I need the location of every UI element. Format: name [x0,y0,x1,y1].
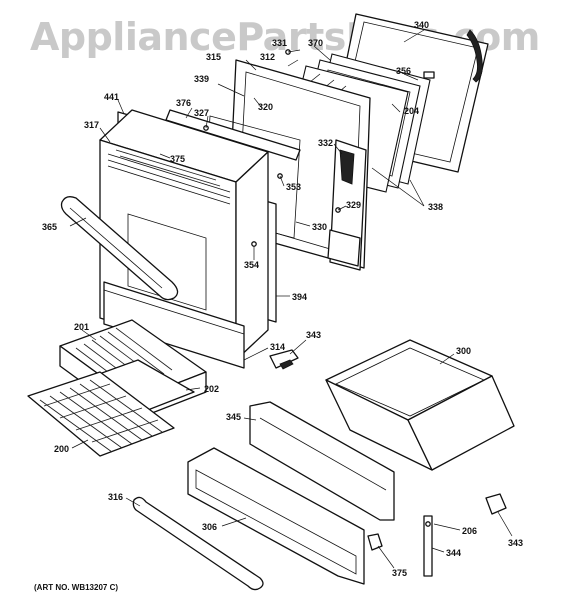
callout-206: 206 [462,526,477,536]
drawer-front [187,447,365,585]
callout-370: 370 [308,38,323,48]
callout-316: 316 [108,492,123,502]
callout-200: 200 [54,444,69,454]
callout-353: 353 [286,182,301,192]
callout-343-lower: 343 [508,538,523,548]
callout-320: 320 [258,102,273,112]
callout-labels: 340 331 370 312 315 356 339 320 204 327 … [42,20,523,578]
callout-376: 376 [176,98,191,108]
callout-306: 306 [202,522,217,532]
door-bottom-trim [103,281,245,369]
callout-354: 354 [244,260,259,270]
callout-329: 329 [346,200,361,210]
callout-314: 314 [270,342,285,352]
callout-202: 202 [204,384,219,394]
art-number: (ART NO. WB13207 C) [34,583,118,592]
callout-327: 327 [194,108,209,118]
callout-204: 204 [404,106,419,116]
callout-356: 356 [396,66,411,76]
callout-315: 315 [206,52,221,62]
drawer-handle [132,496,264,591]
callout-338: 338 [428,202,443,212]
callout-375-lower: 375 [392,568,407,578]
callout-365: 365 [42,222,57,232]
callout-339: 339 [194,74,209,84]
callout-394: 394 [292,292,307,302]
callout-343-upper: 343 [306,330,321,340]
drawer-inner-panel [249,401,395,521]
callout-300: 300 [456,346,471,356]
callout-345: 345 [226,412,241,422]
callout-344: 344 [446,548,461,558]
callout-332: 332 [318,138,333,148]
callout-330: 330 [312,222,327,232]
small-hardware [203,49,507,577]
oven-door-handle [60,196,179,301]
callout-312: 312 [260,52,275,62]
callout-317: 317 [84,120,99,130]
callout-375: 375 [170,154,185,164]
callout-201: 201 [74,322,89,332]
storage-drawer [325,339,515,471]
callout-441: 441 [104,92,119,102]
leader-lines [69,29,513,569]
callout-331: 331 [272,38,287,48]
callout-340: 340 [414,20,429,30]
oven-rack [27,371,175,457]
